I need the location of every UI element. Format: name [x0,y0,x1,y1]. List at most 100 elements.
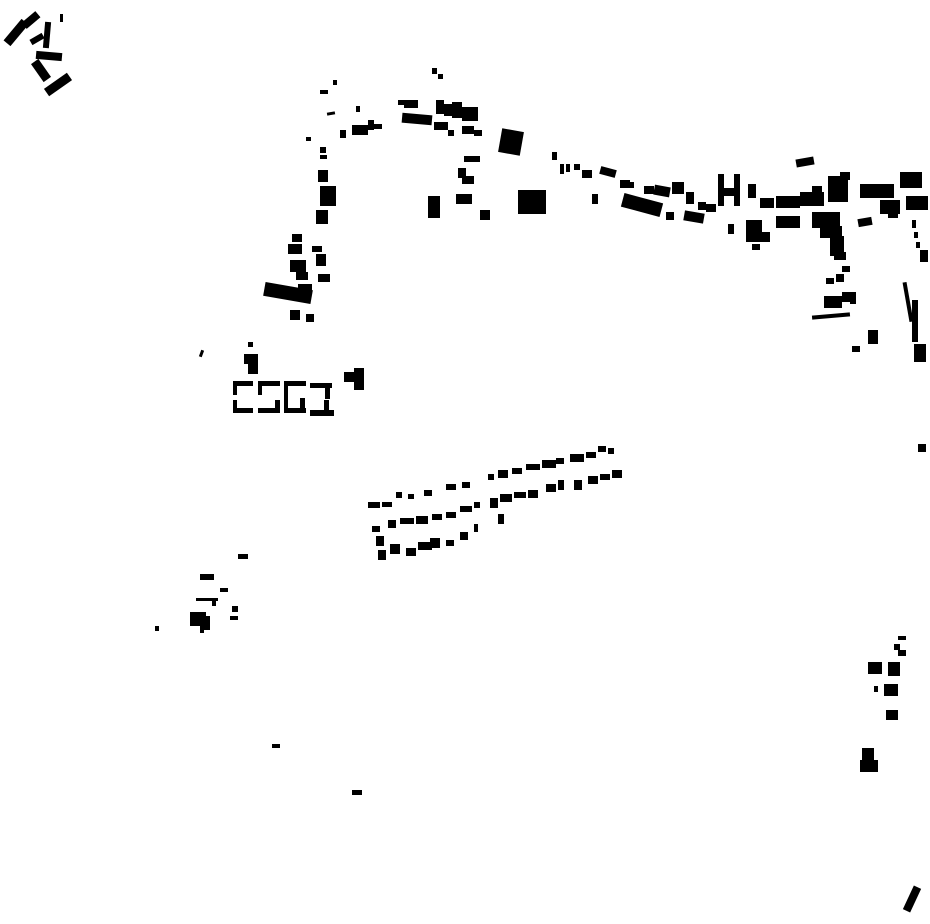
building-footprint [428,196,440,218]
building-footprint [272,744,280,748]
building-footprint [886,710,898,720]
building-footprint [582,170,592,178]
building-footprint [916,242,920,248]
building-footprint [232,606,238,612]
building-footprint [400,518,414,524]
building-footprint [558,480,564,490]
building-footprint [898,636,906,640]
building-footprint [862,748,874,762]
building-footprint [914,344,926,362]
building-footprint [446,512,456,518]
building-footprint [920,250,928,262]
building-footprint [826,278,834,284]
building-footprint [458,168,466,178]
building-footprint [474,524,478,532]
building-footprint [546,484,556,492]
building-footprint [462,107,478,121]
building-footprint [31,58,51,83]
building-footprint [812,186,822,196]
building-footprint [446,484,456,490]
building-footprint [368,502,380,508]
building-footprint [306,137,311,141]
building-footprint [198,349,205,358]
building-footprint [500,494,512,502]
building-footprint [795,156,815,168]
building-footprint [746,220,762,242]
building-footprint [320,90,328,94]
building-footprint [828,176,848,202]
building-footprint [390,544,400,554]
building-footprint [196,598,218,601]
building-footprint [378,550,386,560]
building-footprint [598,446,606,452]
building-footprint [290,310,300,320]
building-footprint [860,184,894,198]
building-footprint [884,684,898,696]
building-footprint [320,147,326,153]
building-footprint [620,180,630,188]
building-footprint [820,226,842,238]
building-footprint [811,312,851,320]
building-footprint [842,266,850,272]
building-footprint [212,600,216,606]
building-footprint [566,164,570,172]
building-footprint [418,542,432,550]
building-footprint [728,224,734,234]
building-footprint [316,210,328,224]
building-footprint [372,526,380,532]
building-footprint [608,448,614,454]
building-footprint [857,216,873,228]
building-footprint [432,514,442,520]
building-footprint [312,246,322,252]
building-footprint [233,400,237,413]
building-footprint [155,626,159,631]
building-footprint [666,212,674,220]
building-layer [3,11,928,913]
building-footprint [812,212,840,228]
building-footprint [60,14,63,22]
building-footprint [653,184,671,198]
building-footprint [586,452,596,458]
building-footprint [284,381,288,413]
building-footprint [344,372,358,382]
building-footprint [238,554,248,559]
building-footprint [512,468,522,474]
building-footprint [318,274,330,282]
building-footprint [734,174,740,206]
building-footprint [748,184,756,198]
building-footprint [396,492,402,498]
building-footprint [460,506,472,512]
building-footprint [446,540,454,546]
building-footprint [686,192,694,204]
building-footprint [874,686,878,692]
building-footprint [258,381,262,395]
building-footprint [452,102,462,118]
building-footprint [852,346,860,352]
building-footprint [230,616,238,620]
building-footprint [432,68,437,74]
building-footprint [840,172,850,180]
building-footprint [43,72,73,97]
building-footprint [320,155,327,159]
building-footprint [830,236,844,256]
building-footprint [914,232,918,238]
building-footprint [248,342,253,347]
building-footprint [320,186,336,206]
building-footprint [599,166,617,178]
building-footprint [488,474,494,480]
building-footprint [672,182,684,194]
building-footprint [438,74,443,79]
building-footprint [776,216,800,228]
building-footprint [21,11,41,29]
building-footprint [382,502,392,507]
building-footprint [683,210,705,224]
building-footprint [42,21,52,49]
building-footprint [552,152,557,160]
building-footprint [340,130,346,138]
building-footprint [480,210,490,220]
building-footprint [836,274,844,282]
building-footprint [430,538,440,548]
building-footprint [588,476,598,484]
building-footprint [462,126,474,134]
